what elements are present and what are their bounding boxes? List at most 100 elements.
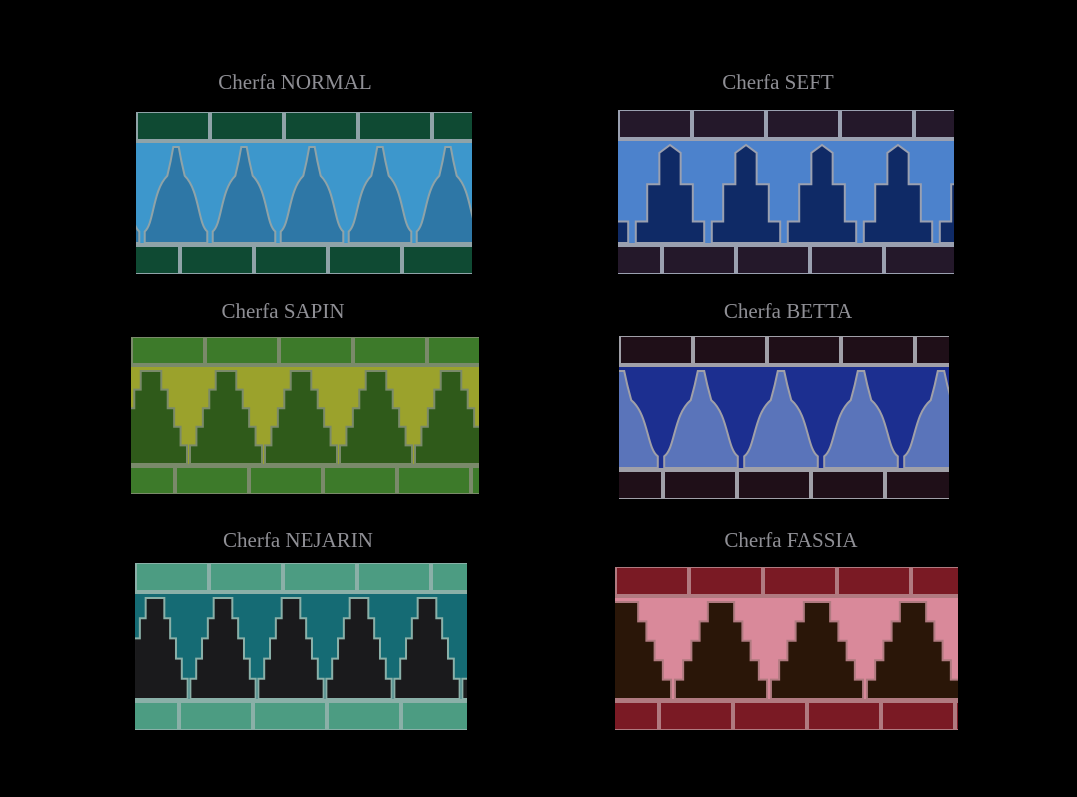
border-brick (812, 247, 882, 273)
border-brick (615, 703, 657, 729)
border-brick (329, 703, 399, 729)
motif-shape (136, 224, 141, 244)
motif-shape (211, 146, 277, 244)
border-brick (765, 568, 835, 594)
border-brick (694, 111, 764, 137)
border-brick (738, 247, 808, 273)
motif-shape (143, 146, 209, 244)
border-brick (433, 564, 467, 590)
border-brick (133, 338, 203, 363)
border-brick (618, 247, 660, 273)
border-brick (404, 247, 472, 273)
border-brick (325, 468, 395, 493)
motif-shape (189, 597, 257, 700)
border-brick (212, 113, 282, 139)
border-brick (359, 564, 429, 590)
motif-shape (862, 143, 934, 244)
border-brick (286, 113, 356, 139)
motif-shape (743, 370, 819, 469)
motif-shape (339, 370, 413, 465)
border-brick (620, 111, 690, 137)
border-brick (285, 564, 355, 590)
border-brick (355, 338, 425, 363)
border-brick (360, 113, 430, 139)
border-brick (256, 247, 326, 273)
motif-shape (663, 370, 739, 469)
border-brick (255, 703, 325, 729)
motif-shape (823, 370, 899, 469)
border-brick (664, 247, 734, 273)
motif-shape (189, 370, 263, 465)
motif-shape (938, 183, 954, 244)
border-brick (695, 337, 765, 363)
motif-shape (257, 597, 325, 700)
border-brick (768, 111, 838, 137)
border-brick (182, 247, 252, 273)
border-brick (177, 468, 247, 493)
border-brick (886, 247, 954, 273)
motif-shape (325, 597, 393, 700)
border-brick (211, 564, 281, 590)
border-brick (281, 338, 351, 363)
tile-image-seft (618, 110, 954, 274)
border-brick (619, 472, 661, 498)
border-brick (473, 468, 479, 493)
border-brick (691, 568, 761, 594)
motif-shape (865, 601, 958, 700)
border-brick (769, 337, 839, 363)
motif-shape (131, 370, 188, 465)
border-brick (429, 338, 479, 363)
border-brick (399, 468, 469, 493)
border-brick (739, 472, 809, 498)
border-brick (839, 568, 909, 594)
motif-shape (769, 601, 865, 700)
border-brick (917, 337, 949, 363)
border-brick (138, 113, 208, 139)
motif-shape (786, 143, 858, 244)
border-brick (251, 468, 321, 493)
border-brick (842, 111, 912, 137)
label-normal: Cherfa NORMAL (218, 70, 372, 94)
motif-shape (634, 143, 706, 244)
motif-shape (347, 146, 413, 244)
tile-image-fassia (615, 567, 958, 730)
label-sapin: Cherfa SAPIN (221, 299, 345, 323)
border-brick (330, 247, 400, 273)
motif-shape (135, 597, 189, 700)
border-brick (621, 337, 691, 363)
border-brick (813, 472, 883, 498)
motif-shape (415, 146, 472, 244)
label-betta: Cherfa BETTA (723, 299, 853, 323)
border-brick (181, 703, 251, 729)
border-brick (207, 338, 277, 363)
border-brick (735, 703, 805, 729)
label-nejarin: Cherfa NEJARIN (223, 528, 373, 552)
motif-shape (414, 370, 479, 465)
border-brick (957, 703, 958, 729)
label-fassia: Cherfa FASSIA (724, 528, 858, 552)
border-brick (883, 703, 953, 729)
border-brick (913, 568, 958, 594)
motif-shape (618, 220, 630, 244)
border-brick (434, 113, 472, 139)
motif-shape (461, 677, 467, 700)
border-brick (843, 337, 913, 363)
motif-shape (903, 370, 949, 469)
motif-shape (264, 370, 338, 465)
tile-image-nejarin (135, 563, 467, 730)
border-brick (403, 703, 467, 729)
border-brick (887, 472, 949, 498)
motif-shape (393, 597, 461, 700)
motif-shape (619, 370, 659, 469)
motif-shape (673, 601, 769, 700)
border-brick (137, 564, 207, 590)
motif-shape (710, 143, 782, 244)
border-brick (809, 703, 879, 729)
motif-shape (279, 146, 345, 244)
border-brick (131, 468, 173, 493)
border-brick (916, 111, 954, 137)
tile-image-betta (619, 336, 949, 499)
border-brick (617, 568, 687, 594)
tile-image-normal (136, 112, 472, 274)
border-brick (135, 703, 177, 729)
